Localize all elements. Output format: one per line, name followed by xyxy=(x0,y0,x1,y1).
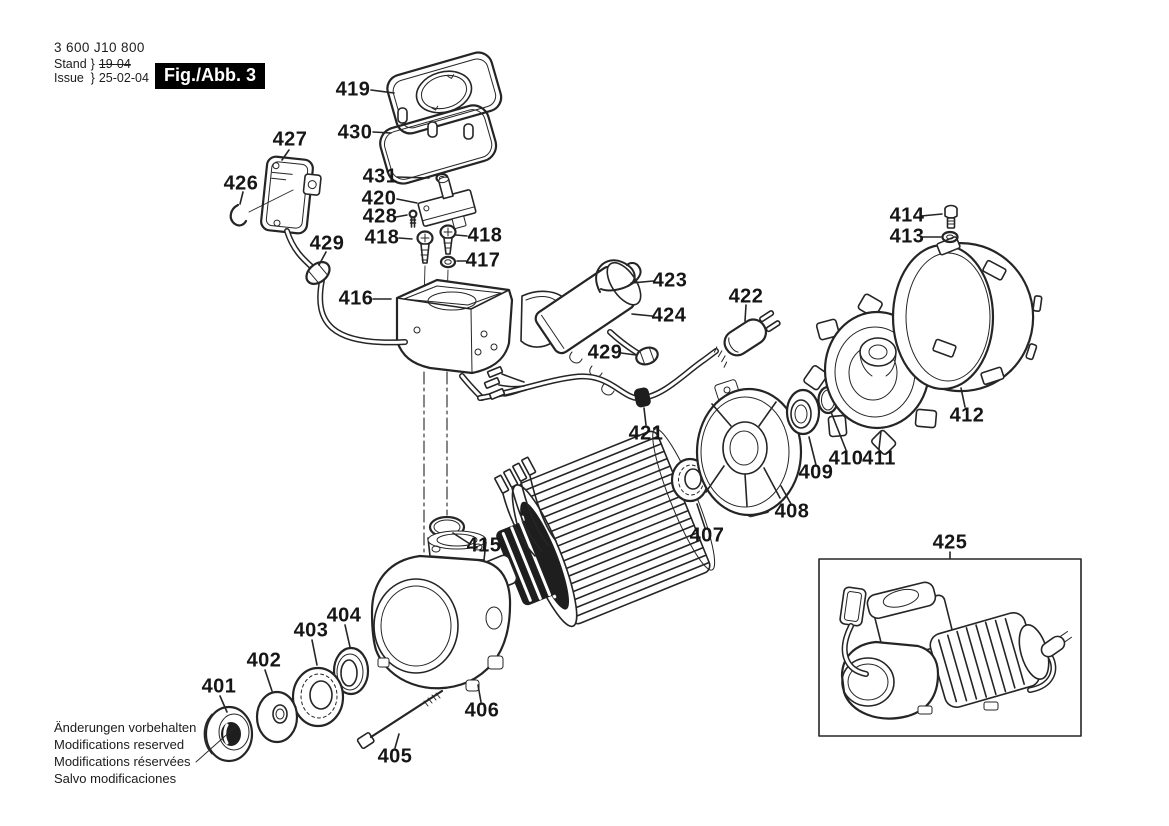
stand-brace: } xyxy=(90,57,95,71)
callout-430: 430 xyxy=(337,121,373,144)
part-screw-428 xyxy=(408,209,418,228)
notice-fr: Modifications réservées xyxy=(54,754,191,769)
part-bearing-403 xyxy=(291,666,345,728)
leader-lines xyxy=(219,89,966,749)
part-gland-401 xyxy=(195,705,254,763)
issue-label: Issue xyxy=(54,71,84,85)
part-wire-clip-423 xyxy=(595,259,642,293)
switch-cable xyxy=(284,228,408,346)
part-boot-429b xyxy=(635,346,659,366)
callout-418-right: 418 xyxy=(467,224,503,247)
part-seal-409 xyxy=(785,388,821,436)
callout-404: 404 xyxy=(326,604,362,627)
callout-425: 425 xyxy=(932,531,968,554)
callout-408: 408 xyxy=(774,500,810,523)
part-gasket-430 xyxy=(379,104,498,185)
part-seal-404 xyxy=(332,646,370,696)
callout-422: 422 xyxy=(728,285,764,308)
callout-418-left: 418 xyxy=(364,226,400,249)
callout-409: 409 xyxy=(798,461,834,484)
stand-label: Stand xyxy=(54,57,87,71)
part-bolt-405 xyxy=(356,689,444,750)
callout-411: 411 xyxy=(862,447,896,470)
part-screw-414 xyxy=(944,204,958,229)
callout-415: 415 xyxy=(466,534,502,557)
issue-date: 25-02-04 xyxy=(98,71,149,85)
callout-407: 407 xyxy=(689,524,725,547)
document-number: 3 600 J10 800 xyxy=(54,40,145,55)
callout-401: 401 xyxy=(201,675,237,698)
callout-421: 421 xyxy=(628,422,664,445)
callout-410: 410 xyxy=(828,447,864,470)
part-end-shield-408 xyxy=(695,379,803,518)
callout-427: 427 xyxy=(272,128,308,151)
part-capacitor-424 xyxy=(534,261,642,355)
notice-de: Änderungen vorbehalten xyxy=(54,720,197,735)
callout-429-left: 429 xyxy=(309,232,345,255)
callout-419: 419 xyxy=(335,78,371,101)
callout-413: 413 xyxy=(889,225,925,248)
part-screw-418-left xyxy=(416,230,434,337)
callout-423: 423 xyxy=(652,269,688,292)
callout-431: 431 xyxy=(362,165,398,188)
part-plug-422 xyxy=(713,310,781,368)
power-cable-421 xyxy=(459,348,719,408)
callout-402: 402 xyxy=(246,649,282,672)
notice-es: Salvo modificaciones xyxy=(54,771,177,786)
title-block: 3 600 J10 800 Stand Issue } } 19-04 25-0… xyxy=(54,40,149,85)
callout-405: 405 xyxy=(377,745,413,768)
part-bracket-420 xyxy=(417,176,477,230)
notice-en: Modifications reserved xyxy=(54,737,185,752)
part-washer-413 xyxy=(941,230,959,244)
callout-414: 414 xyxy=(889,204,925,227)
part-pump-housing-406 xyxy=(370,530,512,692)
part-disc-402 xyxy=(255,690,299,744)
callout-412: 412 xyxy=(949,404,985,427)
part-screw-418-right xyxy=(439,224,457,255)
callout-417: 417 xyxy=(465,249,501,272)
callout-406: 406 xyxy=(464,699,500,722)
part-switch-427 xyxy=(260,155,322,235)
part-armature xyxy=(453,428,716,628)
callout-416: 416 xyxy=(338,287,374,310)
armature-wires xyxy=(494,456,557,557)
callout-403: 403 xyxy=(293,619,329,642)
issue-brace: } xyxy=(90,71,95,85)
part-clip-426 xyxy=(229,189,294,227)
inset-assembled-view-425 xyxy=(818,558,1082,737)
part-fan-cover-412 xyxy=(891,236,1043,393)
figure-badge: Fig./Abb. 3 xyxy=(155,63,265,89)
part-cover-419 xyxy=(386,51,503,140)
callout-429-right: 429 xyxy=(587,341,623,364)
callout-426: 426 xyxy=(223,172,259,195)
callout-424: 424 xyxy=(651,304,687,327)
callout-420: 420 xyxy=(361,187,397,210)
superseded-date: 19-04 xyxy=(98,57,131,71)
callout-428: 428 xyxy=(362,205,398,228)
modifications-notice: Änderungen vorbehalten Modifications res… xyxy=(54,719,196,787)
